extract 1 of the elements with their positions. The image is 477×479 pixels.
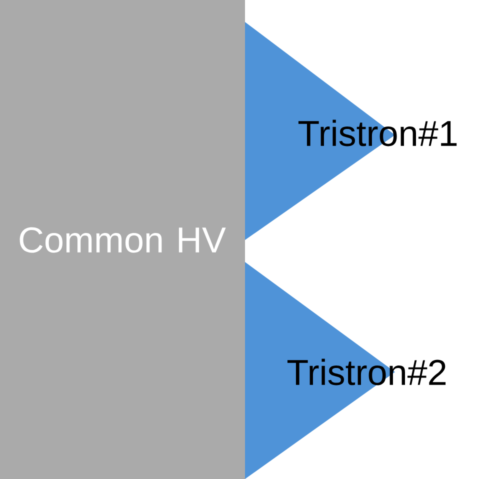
box: Common HV <box>0 0 245 479</box>
